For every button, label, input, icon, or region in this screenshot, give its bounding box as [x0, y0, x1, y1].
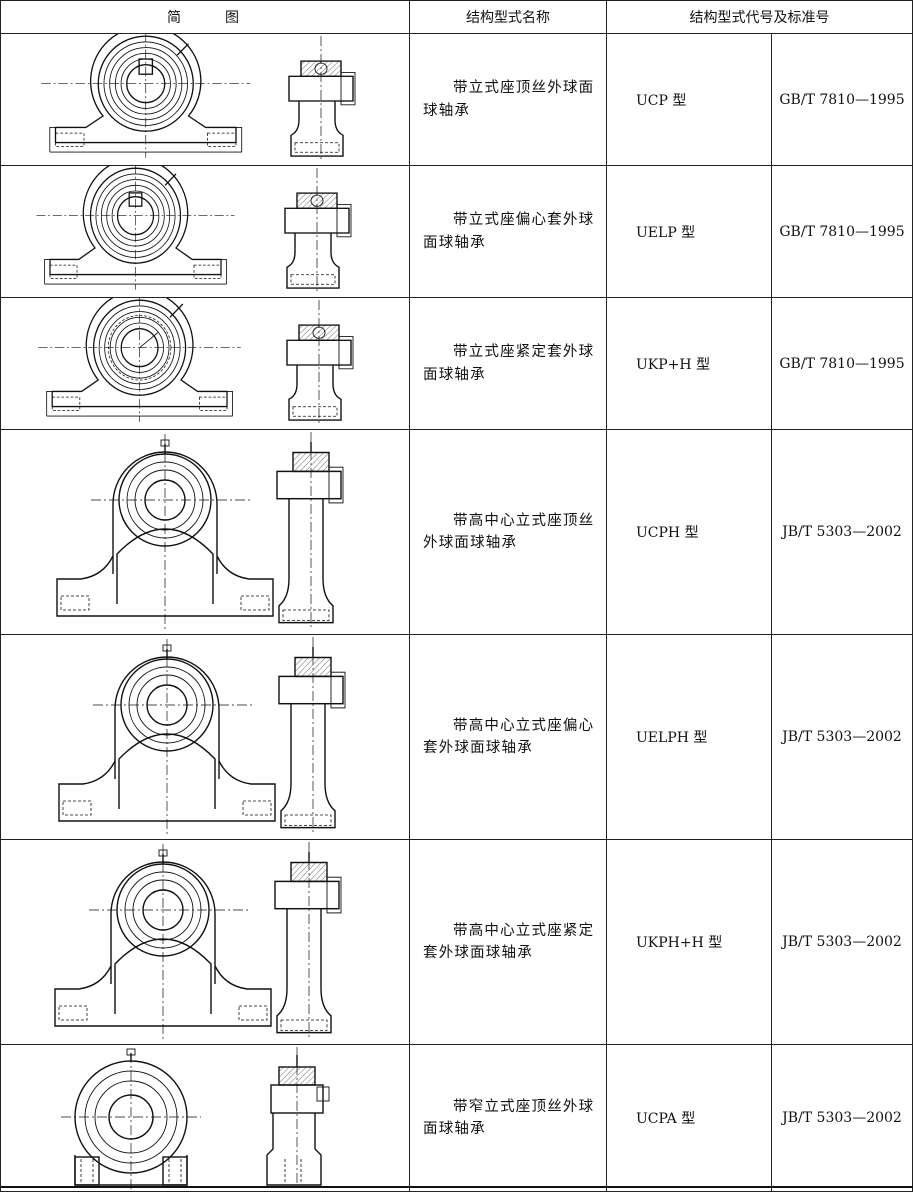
structure-name: 带立式座偏心套外球面球轴承 — [409, 165, 607, 298]
structure-name-text: 带立式座紧定套外球面球轴承 — [423, 344, 595, 383]
structure-code: UELPH 型 — [606, 634, 772, 840]
diagram-cell — [0, 429, 410, 635]
header-diagram-char-b: 图 — [225, 10, 243, 26]
structure-name: 带高中心立式座顶丝外球面球轴承 — [409, 429, 607, 635]
diagram-cell — [0, 839, 410, 1045]
structure-name-text: 带立式座顶丝外球面球轴承 — [423, 80, 595, 119]
structure-name: 带高中心立式座紧定套外球面球轴承 — [409, 839, 607, 1045]
structure-name: 带窄立式座顶丝外球面球轴承 — [409, 1044, 607, 1192]
table-row: 带高中心立式座偏心套外球面球轴承 UELPH 型 JB/T 5303—2002 — [0, 634, 913, 840]
structure-code: UCPH 型 — [606, 429, 772, 635]
table-row: 带高中心立式座紧定套外球面球轴承 UKPH+H 型 JB/T 5303—2002 — [0, 839, 913, 1045]
structure-code: UELP 型 — [606, 165, 772, 298]
bearing-diagram-uelp — [36, 166, 352, 294]
structure-name-text: 带立式座偏心套外球面球轴承 — [423, 212, 595, 251]
structure-name: 带立式座紧定套外球面球轴承 — [409, 297, 607, 430]
diagram-cell — [0, 634, 410, 840]
structure-name: 带高中心立式座偏心套外球面球轴承 — [409, 634, 607, 840]
header-name: 结构型式名称 — [409, 0, 607, 34]
structure-code: UKPH+H 型 — [606, 839, 772, 1045]
table-row: 带窄立式座顶丝外球面球轴承 UCPA 型 JB/T 5303—2002 — [0, 1044, 913, 1192]
bearing-diagram-ukph-h — [54, 842, 342, 1040]
standard-number: GB/T 7810—1995 — [771, 33, 913, 166]
table-row: 带立式座顶丝外球面球轴承 UCP 型 GB/T 7810—1995 — [0, 33, 913, 166]
standard-number: JB/T 5303—2002 — [771, 1044, 913, 1192]
diagram-cell — [0, 297, 410, 430]
standard-number: JB/T 5303—2002 — [771, 839, 913, 1045]
header-diagram-char-a: 简 — [167, 10, 185, 26]
header-row: 简图 结构型式名称 结构型式代号及标准号 — [0, 0, 913, 34]
bearing-diagram-ucp — [41, 34, 356, 162]
header-diagram: 简图 — [0, 0, 410, 34]
diagram-cell — [0, 1044, 410, 1192]
standard-number: GB/T 7810—1995 — [771, 297, 913, 430]
header-code: 结构型式代号及标准号 — [606, 0, 913, 34]
structure-code: UCPA 型 — [606, 1044, 772, 1192]
table-row: 带立式座紧定套外球面球轴承 UKP+H 型 GB/T 7810—1995 — [0, 297, 913, 430]
table-row: 带高中心立式座顶丝外球面球轴承 UCPH 型 JB/T 5303—2002 — [0, 429, 913, 635]
standard-number: JB/T 5303—2002 — [771, 634, 913, 840]
structure-name-text: 带高中心立式座顶丝外球面球轴承 — [423, 512, 595, 551]
structure-name-text: 带高中心立式座偏心套外球面球轴承 — [423, 717, 595, 756]
table-row: 带立式座偏心套外球面球轴承 UELP 型 GB/T 7810—1995 — [0, 165, 913, 298]
bearing-diagram-ucpa — [61, 1047, 330, 1191]
diagram-cell — [0, 33, 410, 166]
diagram-cell — [0, 165, 410, 298]
structure-name-text: 带高中心立式座紧定套外球面球轴承 — [423, 922, 595, 961]
bearing-diagram-ukp-h — [38, 298, 354, 426]
structure-code: UKP+H 型 — [606, 297, 772, 430]
standard-number: GB/T 7810—1995 — [771, 165, 913, 298]
structure-name-text: 带窄立式座顶丝外球面球轴承 — [423, 1098, 595, 1137]
bottom-rule — [0, 1186, 913, 1188]
standard-number: JB/T 5303—2002 — [771, 429, 913, 635]
structure-name: 带立式座顶丝外球面球轴承 — [409, 33, 607, 166]
bearing-diagram-uelph — [58, 637, 346, 835]
structure-code: UCP 型 — [606, 33, 772, 166]
bearing-diagram-ucph — [56, 432, 344, 630]
